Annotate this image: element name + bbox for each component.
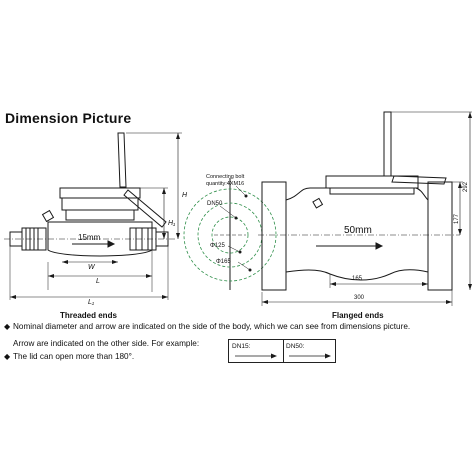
note-line-1-text: Nominal diameter and arrow are indicated…: [13, 322, 411, 331]
dn15-label: DN15:: [232, 343, 251, 350]
flange-dn-label: DN50: [207, 201, 223, 207]
dim-label-177: 177: [454, 213, 461, 225]
bullet-icon: ◆: [4, 352, 11, 361]
dn-example-box: DN15: DN50:: [228, 339, 336, 363]
dim-label-L1: L₁: [88, 299, 95, 306]
bolt-quantity-label: quantity:4XM16: [206, 181, 245, 187]
threaded-caption: Threaded ends: [60, 311, 117, 320]
dim-label-L: L: [96, 278, 100, 285]
dim-label-H: H: [182, 192, 188, 199]
dim-label-H1: H₁: [168, 220, 176, 227]
flanged-caption: Flanged ends: [332, 311, 384, 320]
note-line-3: ◆The lid can open more than 180°.: [4, 352, 134, 362]
threaded-lid-cover: [123, 189, 167, 228]
dn50-label: DN50:: [286, 343, 305, 350]
note-line-3-text: The lid can open more than 180°.: [13, 352, 135, 361]
threaded-size-label: 15mm: [78, 233, 101, 242]
dn50-arrow-icon: [289, 353, 331, 359]
dim-label-292: 292: [463, 181, 470, 193]
connecting-bolt-label: Connecting bolt: [206, 174, 245, 180]
phi125-label: Φ125: [210, 243, 225, 249]
dn15-arrow-icon: [235, 353, 277, 359]
dim-label-165: 165: [352, 276, 363, 282]
phi165-label: Φ165: [216, 259, 231, 265]
dn50-cell: DN50:: [283, 340, 335, 362]
flanged-size-label: 50mm: [344, 225, 372, 236]
note-line-2-text: Arrow are indicated on the other side. F…: [13, 339, 200, 348]
dim-label-W: W: [88, 264, 95, 271]
dim-label-300: 300: [354, 295, 365, 301]
note-line-1: ◆Nominal diameter and arrow are indicate…: [4, 322, 410, 332]
page-title: Dimension Picture: [5, 110, 132, 126]
dn15-cell: DN15:: [229, 340, 284, 362]
note-line-2: Arrow are indicated on the other side. F…: [4, 339, 199, 349]
bullet-icon: ◆: [4, 322, 11, 331]
threaded-lid: [117, 132, 127, 188]
